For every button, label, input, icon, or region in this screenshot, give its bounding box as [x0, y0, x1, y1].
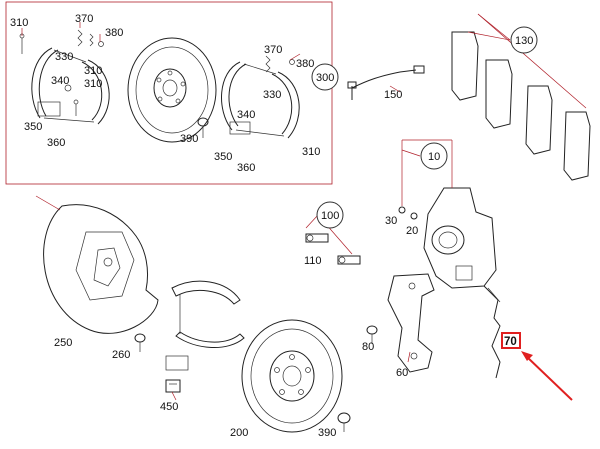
brake-caliper[interactable]	[423, 187, 497, 289]
parking-brake-subassembly-frame	[5, 1, 333, 185]
highlight-arrow	[521, 351, 573, 401]
guide-pin-set[interactable]	[305, 233, 361, 265]
label-10: 10	[428, 151, 440, 163]
brake-disc-200[interactable]	[241, 319, 343, 433]
brake-shoe-set-left[interactable]	[31, 47, 110, 125]
label-370-top-right: 370	[264, 44, 282, 56]
group-circle-100	[316, 201, 344, 229]
label-310-top-right: 310	[302, 146, 320, 158]
label-30: 30	[385, 215, 397, 227]
label-310-top-left: 310	[10, 17, 28, 29]
group-circle-300	[311, 63, 339, 91]
label-390-bottom: 390	[318, 427, 336, 439]
brake-spring-clip[interactable]	[483, 285, 501, 379]
screw-390-bottom[interactable]	[337, 412, 351, 432]
label-80: 80	[362, 341, 374, 353]
label-390-top: 390	[180, 133, 198, 145]
label-340-top-left: 340	[51, 75, 69, 87]
label-380-top-left: 380	[105, 27, 123, 39]
label-310-top-left-2: 310	[84, 65, 102, 77]
wear-sensor-cable[interactable]	[347, 65, 425, 100]
brake-pad-set[interactable]	[451, 31, 591, 181]
label-370-top-left: 370	[75, 13, 93, 25]
label-310-top-left-3: 310	[84, 78, 102, 90]
screw-390-top[interactable]	[197, 117, 209, 138]
caliper-carrier-bracket[interactable]	[387, 273, 435, 373]
label-60: 60	[396, 367, 408, 379]
label-20: 20	[406, 225, 418, 237]
adjuster-450[interactable]	[165, 379, 181, 393]
screw-260[interactable]	[134, 333, 146, 352]
label-250: 250	[54, 337, 72, 349]
bolt-80[interactable]	[366, 325, 378, 344]
label-110: 110	[304, 255, 322, 267]
label-100: 100	[321, 210, 339, 222]
label-340-top-right: 340	[237, 109, 255, 121]
parking-brake-shoes-lower[interactable]	[165, 280, 245, 371]
label-360-top-left: 360	[47, 137, 65, 149]
parking-brake-drum-disc[interactable]	[127, 37, 217, 143]
label-450: 450	[160, 401, 178, 413]
label-260: 260	[112, 349, 130, 361]
dust-shield-backing-plate[interactable]	[43, 204, 159, 334]
label-150: 150	[384, 89, 402, 101]
cap-20[interactable]	[410, 212, 418, 220]
group-circle-10	[420, 142, 448, 170]
label-330-top-right: 330	[263, 89, 281, 101]
brake-shoe-set-right[interactable]	[221, 55, 300, 139]
label-330-top-left: 330	[55, 51, 73, 63]
label-130: 130	[515, 35, 533, 47]
highlight-box-70	[501, 332, 521, 349]
label-360-top-right: 360	[237, 162, 255, 174]
group-circle-130	[510, 26, 538, 54]
label-380-top-right: 380	[296, 58, 314, 70]
label-300: 300	[316, 72, 334, 84]
bleed-screw-30[interactable]	[398, 206, 406, 214]
label-350-top-left: 350	[24, 121, 42, 133]
label-200: 200	[230, 427, 248, 439]
label-350-top-right: 350	[214, 151, 232, 163]
label-70-highlighted[interactable]: 70	[504, 336, 517, 348]
